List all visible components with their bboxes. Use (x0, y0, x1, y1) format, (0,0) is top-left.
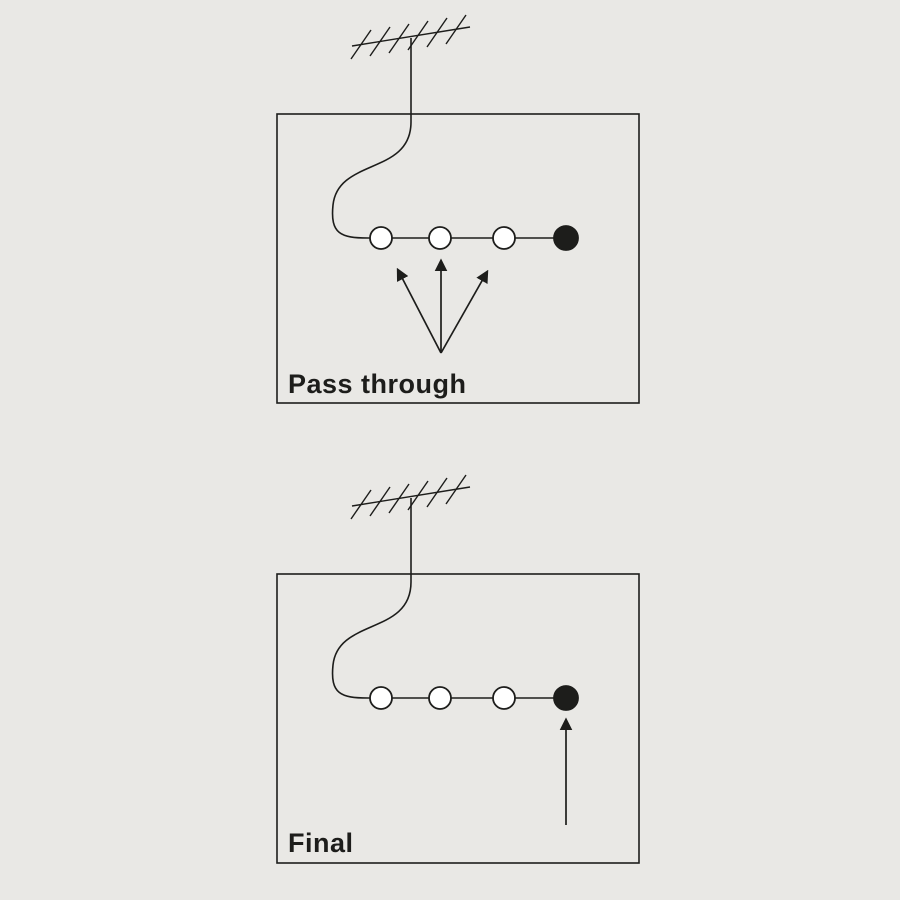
panel-label-final: Final (288, 828, 354, 858)
cable-curve (331, 121, 412, 239)
arrow-up-right-icon (440, 269, 489, 354)
antenna-icon (350, 474, 471, 520)
socket-port-2 (428, 226, 452, 250)
panel-label-pass-through: Pass through (288, 369, 467, 399)
cable-curve (331, 581, 412, 699)
socket-port-3 (492, 226, 516, 250)
arrow-up-left-icon (396, 267, 442, 354)
antenna-icon (350, 14, 471, 60)
socket-port-1 (369, 226, 393, 250)
pass-through-arrows (396, 258, 489, 354)
socket-terminal (553, 685, 579, 711)
socket-terminal (553, 225, 579, 251)
panel-final: Final (276, 474, 640, 864)
panel-pass-through: Pass through (276, 14, 640, 404)
wall-box (276, 573, 640, 864)
wall-box (276, 113, 640, 404)
socket-port-1 (369, 686, 393, 710)
socket-port-3 (492, 686, 516, 710)
socket-port-2 (428, 686, 452, 710)
